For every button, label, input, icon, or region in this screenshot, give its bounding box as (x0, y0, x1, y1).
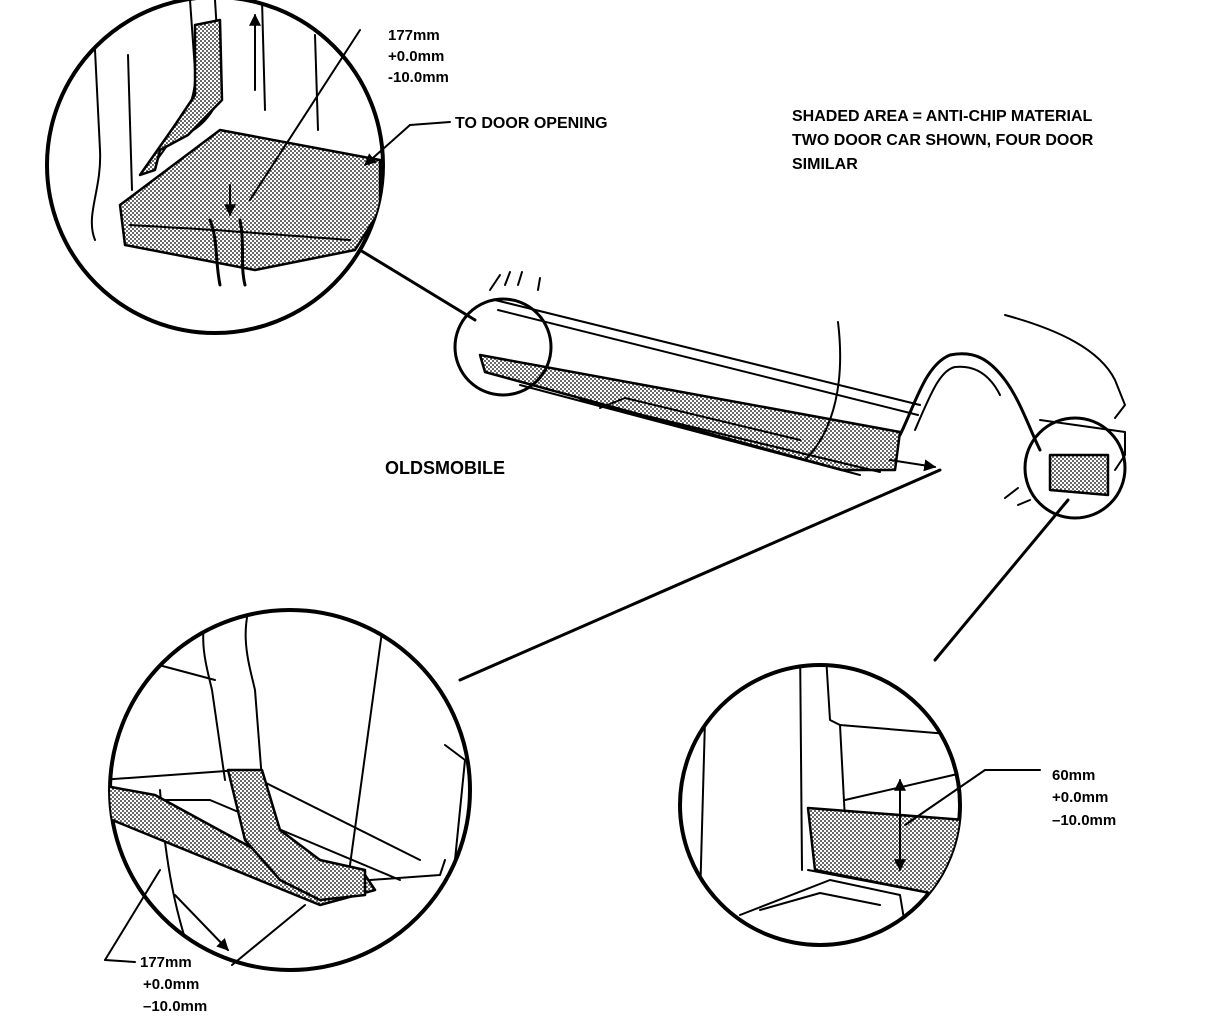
tl-vertical-anti-chip (138, 18, 224, 177)
vehicle-label: OLDSMOBILE (385, 458, 505, 478)
rear-small-anti-chip (1048, 453, 1110, 497)
labels: 177mm +0.0mm -10.0mm TO DOOR OPENING SHA… (140, 27, 1116, 1015)
tl-dimension: 177mm (388, 27, 440, 44)
bl-dimension: 177mm (140, 954, 192, 971)
detail-circle-front-door-opening (45, 0, 451, 335)
bl-pillar-anti-chip (226, 768, 367, 902)
tl-tolerance-minus: -10.0mm (388, 69, 449, 86)
bl-tolerance-minus: –10.0mm (143, 998, 207, 1015)
note-line-3: SIMILAR (792, 156, 858, 173)
rocker-panel-overview (453, 271, 1127, 520)
br-tolerance-plus: +0.0mm (1052, 789, 1108, 806)
br-tolerance-minus: –10.0mm (1052, 812, 1116, 829)
br-dimension: 60mm (1052, 767, 1095, 784)
detail-circle-front-rocker (104, 608, 472, 972)
tl-tolerance-plus: +0.0mm (388, 48, 444, 65)
bl-tolerance-plus: +0.0mm (143, 976, 199, 993)
note-line-1: SHADED AREA = ANTI-CHIP MATERIAL (792, 108, 1093, 125)
leader-lines (358, 248, 1070, 682)
bl-rocker-anti-chip (110, 783, 377, 907)
note-line-2: TWO DOOR CAR SHOWN, FOUR DOOR (792, 132, 1094, 149)
detail-circle-rear-rocker (678, 663, 1041, 947)
door-opening-label: TO DOOR OPENING (455, 115, 608, 132)
